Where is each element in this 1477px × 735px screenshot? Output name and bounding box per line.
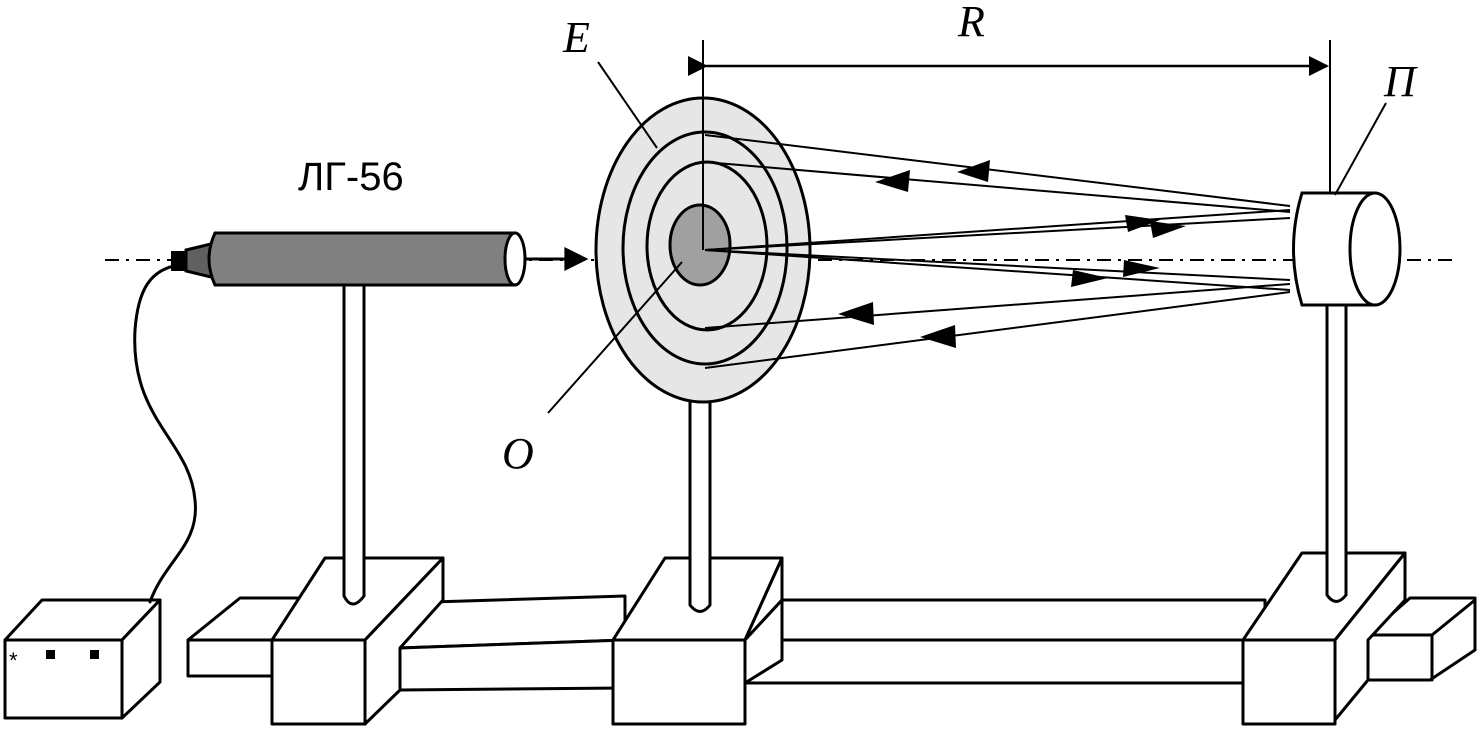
label-laser: ЛГ-56 <box>298 155 404 199</box>
post-screen <box>688 388 712 613</box>
leader-p <box>1334 102 1387 196</box>
power-supply: * <box>3 598 162 720</box>
reflector-p <box>1292 191 1402 307</box>
label-distance-r: R <box>957 0 985 46</box>
leader-o <box>547 261 683 414</box>
label-reflector-p: П <box>1383 57 1418 106</box>
carriage-reflector <box>1241 551 1407 726</box>
ray-arrowheads <box>838 160 1186 348</box>
carriage-laser <box>270 556 445 726</box>
post-reflector <box>1325 303 1348 603</box>
power-cable <box>133 263 197 604</box>
indicator-light-2 <box>90 650 99 659</box>
power-indicator-star: * <box>9 648 18 673</box>
label-screen-e: E <box>562 13 590 62</box>
label-center-o: O <box>502 429 534 478</box>
light-rays <box>704 134 1291 369</box>
post-laser <box>342 280 366 606</box>
laser-tube <box>171 231 527 287</box>
center-spot <box>668 203 732 287</box>
indicator-light-1 <box>46 650 55 659</box>
leader-e <box>597 61 658 149</box>
